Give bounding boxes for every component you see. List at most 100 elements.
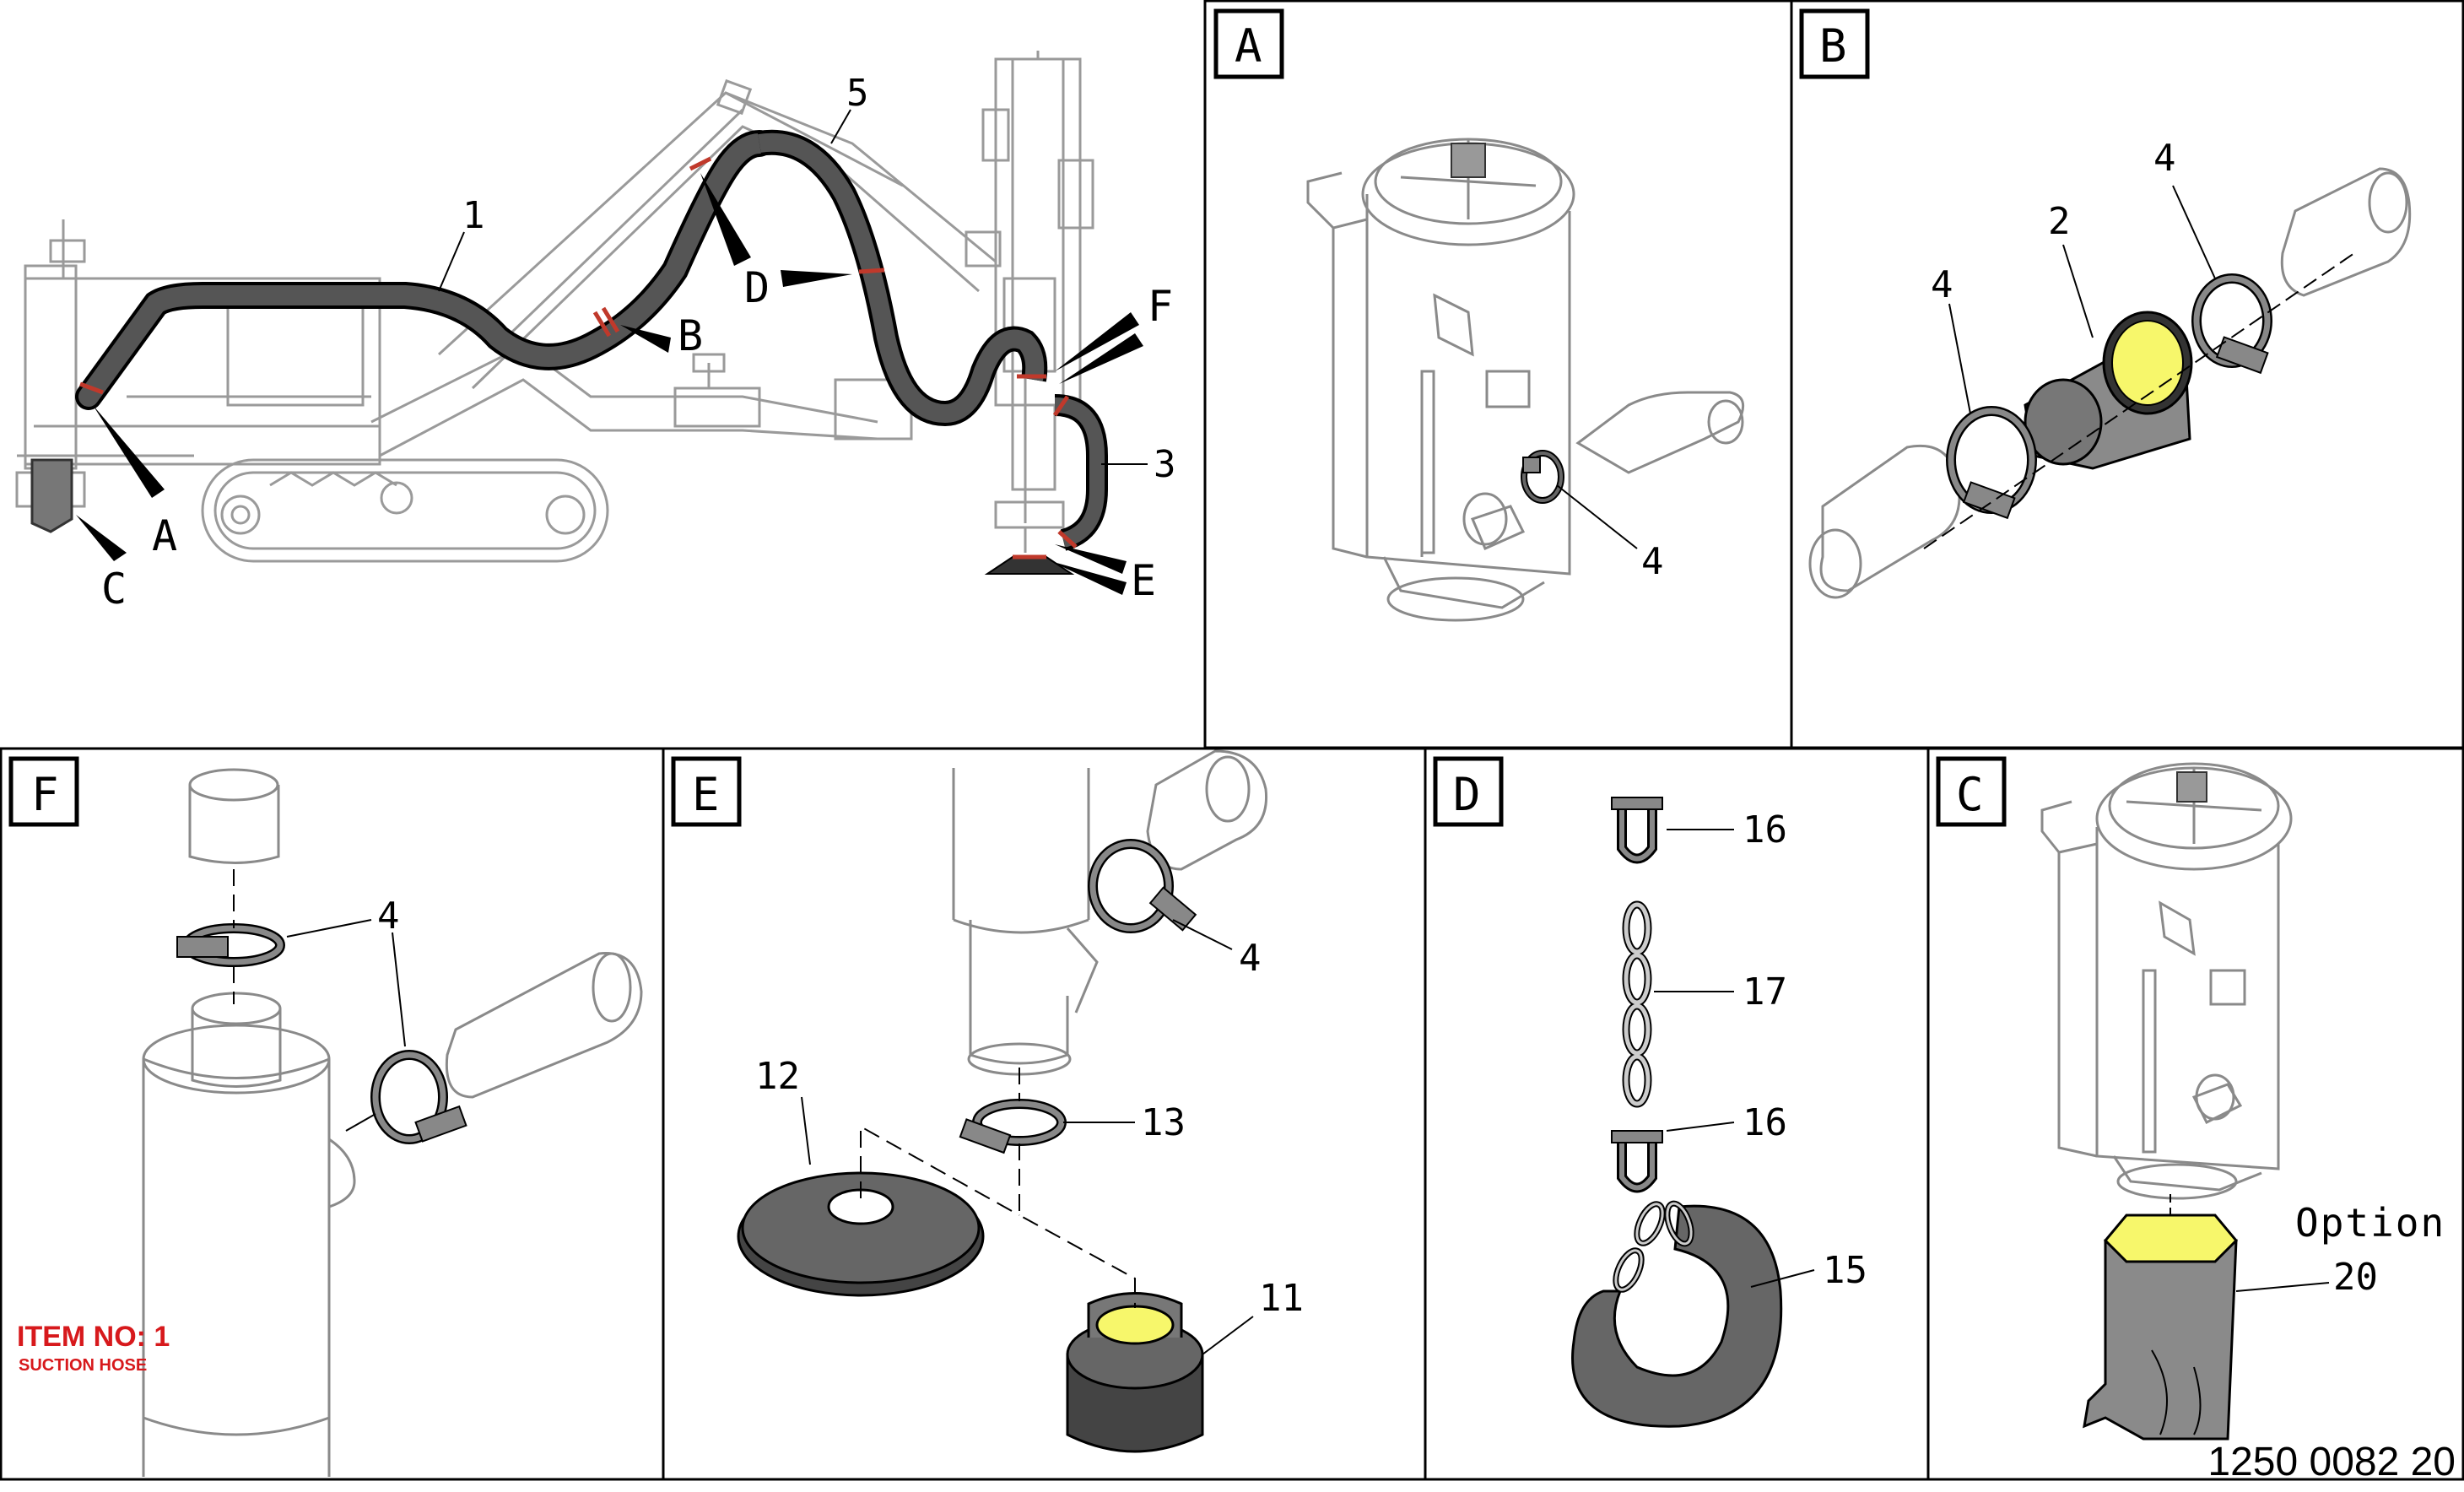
pointer-d2 [781, 270, 852, 287]
panel-f-callout-4: 4 [377, 895, 400, 938]
panel-b-title-box [1799, 8, 1870, 79]
panel-e-leaders [801, 919, 1254, 1355]
pointer-f1 [1055, 312, 1139, 371]
panel-b: B 4 2 [1799, 8, 2412, 599]
strap-chain-highlight [1614, 1202, 1693, 1291]
panel-e-frame [662, 747, 1427, 1481]
pointer-e1 [1055, 544, 1127, 574]
hose-clamp-a [1521, 450, 1564, 504]
detail-pointers [76, 173, 1143, 595]
panel-b-title: B [1819, 19, 1847, 73]
shackle-bottom [1611, 1130, 1663, 1193]
detail-label-c: C [101, 565, 127, 614]
panel-d-title-box [1433, 756, 1504, 827]
panel-d-frame [1424, 747, 1930, 1481]
panel-a: A 4 [1213, 8, 1745, 622]
dust-collector-c [2040, 762, 2293, 1200]
panel-e-callout-4: 4 [1239, 937, 1262, 980]
collector-c-top-fitting [2176, 771, 2207, 803]
rubber-washer [737, 1171, 985, 1297]
panel-a-title: A [1235, 19, 1262, 73]
panel-b-leaders [1948, 185, 2216, 414]
panel-e-title-box [671, 756, 742, 827]
pointer-b [620, 325, 671, 353]
panel-e-callout-12: 12 [755, 1055, 800, 1098]
dust-collector-a [1306, 138, 1575, 622]
panel-a-frame [1203, 0, 1793, 749]
hose-clamp-b2 [2191, 273, 2272, 375]
panel-b-callout-4-right: 4 [2153, 137, 2176, 180]
rig-outline [15, 51, 1094, 563]
panel-d-callout-17: 17 [1743, 970, 1787, 1014]
filter-cartridge [2024, 311, 2193, 470]
panel-c-title-box [1936, 756, 2007, 827]
dust-sack [2083, 1214, 2239, 1441]
panel-a-title-box [1213, 8, 1284, 79]
panel-e-callout-13: 13 [1141, 1101, 1186, 1144]
panel-e-callout-11: 11 [1259, 1277, 1304, 1320]
panel-e: E [671, 749, 1304, 1453]
suction-hose-1 [75, 130, 773, 410]
pipe-a [1575, 391, 1745, 474]
panel-d-title: D [1453, 768, 1481, 821]
item-no-note: ITEM NO: 1 [17, 1321, 170, 1353]
overview-drill-rig: 1 5 3 A B C D E F [15, 51, 1176, 614]
panel-b-callout-4-left: 4 [1931, 263, 1953, 306]
detail-label-f: F [1148, 282, 1173, 331]
collector-top-fitting [1451, 143, 1486, 178]
detail-label-e: E [1131, 556, 1156, 605]
panel-f: F [8, 756, 643, 1477]
panel-d-callout-16-bottom: 16 [1743, 1101, 1787, 1144]
detail-label-d: D [744, 263, 770, 312]
document-number: 1250 0082 20 [2207, 1440, 2456, 1484]
panel-b-callout-2: 2 [2048, 200, 2071, 243]
panel-c-title: C [1956, 768, 1984, 821]
panel-c-callout-20: 20 [2333, 1256, 2378, 1299]
suction-hose-5 [757, 129, 1048, 427]
panel-d-callout-15: 15 [1823, 1249, 1867, 1292]
pointer-d [700, 173, 751, 266]
hose-clamp-b1 [1946, 406, 2037, 520]
bottom-filter [1066, 1292, 1204, 1453]
item-name-note: SUCTION HOSE [19, 1356, 147, 1375]
panel-c: C Option 20 1250 0082 [1936, 756, 2456, 1484]
rig-dust-collector-sack [30, 458, 73, 533]
chain [1622, 900, 1652, 1108]
hose-strap [1571, 1204, 1783, 1428]
panel-f-leaders [233, 869, 406, 1132]
pointer-a [93, 405, 165, 498]
panel-d: D [1433, 756, 1867, 1428]
panel-a-leader-4 [1556, 484, 1638, 549]
panel-d-callout-16-top: 16 [1743, 808, 1787, 851]
panel-c-option-label: Option [2295, 1200, 2445, 1246]
suction-hose-3 [1054, 394, 1108, 551]
drill-pipe-e [952, 749, 1268, 1076]
hose-clamp-f1 [176, 923, 285, 967]
shackle-top [1611, 797, 1663, 864]
cyclone-f [142, 768, 643, 1477]
panel-a-callout-4: 4 [1641, 540, 1664, 583]
detail-label-a: A [152, 511, 177, 560]
hose-clamp-bands [79, 156, 1078, 560]
pointer-f2 [1059, 333, 1143, 384]
detail-label-b: B [678, 311, 703, 360]
pipes-b [1808, 167, 2412, 599]
hose-label-3: 3 [1154, 443, 1176, 486]
rig-suction-cone [984, 556, 1075, 575]
hose-label-5: 5 [846, 72, 869, 115]
panel-c-frame [1926, 747, 2464, 1481]
pointer-c [76, 515, 127, 561]
pointer-e2 [1051, 561, 1127, 595]
panel-f-title: F [31, 768, 59, 821]
hose-label-1: 1 [462, 194, 485, 237]
hose-clamp-e2 [959, 1099, 1067, 1154]
hose-clamp-f2 [370, 1050, 467, 1144]
panel-f-title-box [8, 756, 79, 827]
panel-c-leader-20 [2235, 1282, 2330, 1292]
hose-leaders [438, 109, 1148, 465]
panel-e-title: E [692, 768, 720, 821]
panel-d-leaders [1654, 829, 1815, 1288]
